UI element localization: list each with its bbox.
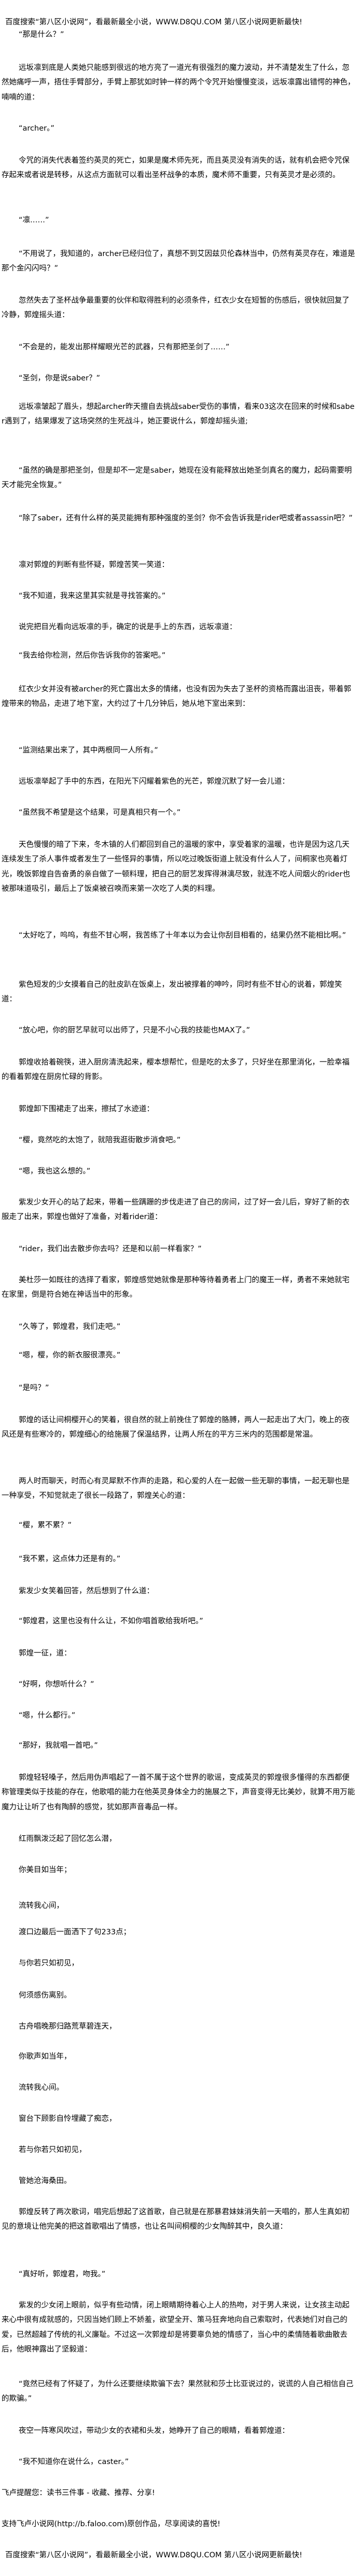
story-paragraph: 郭煌收拾着碗筷，进入厨房清洗起来，樱本想帮忙，但是吃的太多了，只好坐在那里消化，… bbox=[2, 1058, 350, 1082]
story-paragraph: 渡口边最后一面洒下了句233点； bbox=[19, 1928, 131, 1936]
footer-banner: 百度搜索“第八区小说网”，看最新最全小说，WWW.D8QU.COM 第八区小说网… bbox=[5, 2551, 302, 2559]
story-paragraph: “那是什么？” bbox=[19, 31, 64, 39]
story-paragraph: “虽然我不希望是这个结果，可是真相只有一个。” bbox=[19, 809, 181, 817]
story-paragraph: “监测结果出来了，其中两根同一人所有。” bbox=[19, 746, 158, 755]
story-paragraph: 红雨飘泼泛起了回忆怎么潜， bbox=[19, 1835, 117, 1843]
story-paragraph: 紫发的少女闭上眼前，似乎有些动情，闭上眼睛期待着心上人的热吻，对于男人来说，让女… bbox=[2, 2301, 350, 2354]
story-paragraph: “圣剑，你是说saber？” bbox=[19, 374, 101, 383]
story-paragraph: “嗯，樱，你的新衣服很漂亮。” bbox=[19, 1351, 121, 1360]
story-paragraph: 夜空一阵寒风吹过，带动少女的衣裙和头发，她睁开了自己的眼睛，看着郭煌道： bbox=[19, 2427, 289, 2435]
story-paragraph: 若与你若只如初见， bbox=[19, 2146, 87, 2154]
story-paragraph: “竟然已经有了怀疑了，为什么还要继续欺骗下去？果然就和莎士比亚说过的，说谎的人自… bbox=[2, 2380, 354, 2403]
story-paragraph: “久等了，郭煌君，我们走吧。” bbox=[19, 1323, 121, 1331]
story-paragraph: 紫发少女笑着回答，然后想到了什么道： bbox=[19, 1587, 154, 1595]
story-paragraph: “是吗？” bbox=[19, 1384, 49, 1392]
story-paragraph: “放心吧，你的厨艺早就可以出师了，只是不小心我的技能也MAX了。” bbox=[19, 1026, 250, 1035]
story-paragraph: 郭煌反转了两次歌词，唱完后想起了这首歌，自己就是在那暴君妹妹消失前一天唱的，那人… bbox=[2, 2208, 350, 2231]
story-paragraph: 窗台下顾影自怜埋藏了痴恋， bbox=[19, 2115, 117, 2123]
story-paragraph: “好啊，你想听什么？” bbox=[19, 1680, 94, 1689]
story-paragraph: “我不累，这点体力还是有的。” bbox=[19, 1555, 121, 1563]
story-paragraph: 美杜莎一如既往的选择了看家，郭煌感觉她就像是那种等待着勇者上门的魔王一样，勇者不… bbox=[2, 1276, 350, 1299]
footer-support-link[interactable]: 支持飞卢小说网(http://b.faloo.com)原创作品，尽享阅读的喜悦! bbox=[2, 2520, 220, 2528]
story-paragraph: 管她沧海桑田。 bbox=[19, 2177, 72, 2185]
story-paragraph: 流转我心间， bbox=[19, 1902, 64, 1910]
story-paragraph: 两人时而聊天，时而心有灵犀默不作声的走路，和心爱的人在一起做一些无聊的事情，一起… bbox=[2, 1477, 350, 1501]
story-paragraph: “除了saber，还有什么样的英灵能拥有那种强度的圣剑？你不会告诉我是rider… bbox=[19, 514, 353, 522]
story-paragraph: 郭煌的话让间桐樱开心的笑着，很自然的就上前挽住了郭煌的胳膊，两人一起走出了大门，… bbox=[2, 1416, 350, 1439]
story-paragraph: 说完把目光看向远坂凛的手，确定的说是手上的东西，远坂凛道： bbox=[19, 623, 237, 631]
story-paragraph: 红衣少女并没有被archer的死亡露出太多的情绪，也没有因为失去了圣杯的资格而露… bbox=[2, 685, 352, 709]
story-paragraph: “虽然的确是那把圣剑，但是却不一定是saber，她现在没有能释放出她圣剑真名的魔… bbox=[2, 466, 352, 490]
story-paragraph: “不会是的，能发出那样耀眼光芒的武器，只有那把圣剑了……” bbox=[19, 343, 230, 351]
story-paragraph: “rider，我们出去散步你去吗？还是和以前一样看家？” bbox=[19, 1245, 202, 1253]
story-paragraph: 紫发少女开心的站了起来，带着一些蹒跚的步伐走进了自己的房间，过了好一会儿后，穿好… bbox=[2, 1198, 350, 1222]
story-paragraph: 何须感伤离别。 bbox=[19, 1991, 72, 2000]
story-paragraph: “我不知道你在说什么，caster。” bbox=[19, 2458, 129, 2466]
story-paragraph: 凛对郭煌的判断有些怀疑，郭煌苦笑一笑道： bbox=[19, 561, 169, 569]
story-paragraph: 忽然失去了圣杯战争最重要的伙伴和取得胜利的必须条件，红衣少女在短暂的伤感后，很快… bbox=[2, 296, 350, 320]
story-paragraph: “我去给你检测，然后你告诉我你的答案吧。” bbox=[19, 652, 166, 660]
story-paragraph: “archer。” bbox=[19, 124, 54, 133]
story-paragraph: “我不知道，我来这里其实就是寻找答案的。” bbox=[19, 592, 166, 600]
story-paragraph: 令咒的消失代表着签约英灵的死亡，如果是魔术师先死，而且英灵没有消失的话，就有机会… bbox=[2, 157, 350, 180]
story-paragraph: 远坂凛到底是人类她只能感到很远的地方亮了一道光有很强烈的魔力波动，并不清楚发生了… bbox=[2, 64, 355, 102]
story-paragraph: 与你若只如初见， bbox=[19, 1959, 79, 1968]
story-paragraph: “不用说了，我知道的，archer已经归位了，真想不到艾因兹贝伦森林当中，仍然有… bbox=[2, 250, 355, 273]
story-paragraph: “嗯，什么都行。” bbox=[19, 1711, 76, 1720]
story-paragraph: “凛……” bbox=[19, 216, 49, 224]
story-paragraph: 天色慢慢的暗了下来，冬木镇的人们都回到自己的温暖的家中，享受着家的温暖，也许是因… bbox=[2, 841, 351, 893]
footer-reminder: 飞卢提醒您：读书三件事 - 收藏、推荐、分享! bbox=[2, 2489, 155, 2497]
story-paragraph: 郭煌轻轻嗓子，然后用伪声唱起了一首不属于这个世界的歌谣，变成英灵的郭煌很多懂得的… bbox=[2, 1774, 355, 1811]
story-paragraph: 远坂凛举起了手中的东西，在阳光下闪耀着紫色的光芒，郭煌沉默了好一会儿道： bbox=[19, 777, 289, 786]
story-paragraph: “嗯，我也这么想的。” bbox=[19, 1167, 91, 1176]
story-paragraph: “真好听，郭煌君，吻我。” bbox=[19, 2270, 106, 2278]
story-paragraph: 古舟唱晚那归路荒草碧连天， bbox=[19, 2022, 117, 2031]
story-paragraph: “樱，竟然吃的太饱了，就陪我逛街散步消食吧。” bbox=[19, 1136, 181, 1144]
story-paragraph: “郭煌君，这里也没有什么让，不如你唱首歌给我听吧。” bbox=[19, 1617, 203, 1625]
story-paragraph: “樱，累不累？” bbox=[19, 1521, 72, 1530]
story-paragraph: 你美目如当年； bbox=[19, 1866, 72, 1874]
story-paragraph: 郭煌卸下围裙走了出来，擦拭了水迹道： bbox=[19, 1105, 154, 1113]
story-paragraph: 郭煌一征，道： bbox=[19, 1649, 72, 1658]
header-banner: 百度搜索“第八区小说网”，看最新最全小说，WWW.D8QU.COM 第八区小说网… bbox=[5, 18, 302, 26]
story-paragraph: 紫色短发的少女摸着自己的肚皮趴在饭桌上，发出被撑着的呻吟，同时有些不甘心的说着，… bbox=[2, 981, 342, 1004]
story-paragraph: “那好，我就唱一首吧。” bbox=[19, 1742, 98, 1750]
story-paragraph: 远坂凛皱起了眉头，想起archer昨天擅自去挑战saber受伤的事情，看来03这… bbox=[2, 403, 355, 426]
story-paragraph: “太好吃了，呜呜，有些不甘心啊，我苦练了十年本以为会让你刮目相看的，结果仍然不能… bbox=[19, 931, 346, 940]
story-paragraph: 流转我心间。 bbox=[19, 2084, 64, 2092]
story-paragraph: 你歌声如当年， bbox=[19, 2053, 72, 2061]
